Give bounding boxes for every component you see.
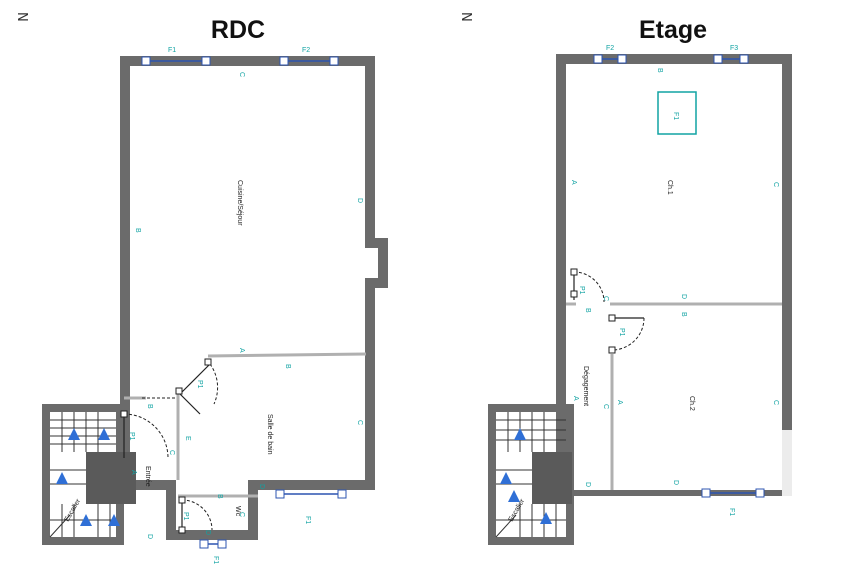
svg-text:F2: F2 [302,47,310,54]
wall-label: E [184,436,191,441]
stair-diagonal [495,514,517,538]
exterior-wall [120,56,388,540]
wall-label: D [146,534,153,539]
svg-text:F1: F1 [304,516,311,524]
door-ch1 [570,268,605,303]
stair-landing [86,452,136,504]
door-ch2 [608,314,645,354]
window-f2-top: F2 [593,45,627,64]
door-wc [178,496,213,534]
plan-title-etage: Etage [639,16,707,44]
wall-label: D [680,294,687,299]
wall-label: D [258,484,265,489]
room-label-stair: Escalier [64,497,83,523]
plan-etage: N Etage Escalier [458,12,792,545]
wall-label: C [168,450,175,455]
stair-arrow-icon [540,512,552,524]
wall-label: D [584,482,591,487]
staircase: Escalier [495,412,572,538]
room-label-wc: Wc [234,506,241,517]
partition-wall [207,352,367,358]
stair-arrow-icon [514,428,526,440]
wall-label: D [356,198,363,203]
wall-label: C [602,404,609,409]
window-label: F1 [672,112,679,120]
room-label-entry: Entrée [144,466,151,487]
wall-label: C [772,182,779,187]
wall-label: C [772,400,779,405]
wall-label: B [134,228,141,233]
stair-arrow-icon [56,472,68,484]
door-label: P1 [578,286,585,295]
wall-label: A [238,348,245,353]
stair-arrow-icon [508,490,520,502]
wall-label: B [284,364,291,369]
door-label: P1 [196,380,203,389]
wall-label: C [602,296,609,301]
window-f2-top: F2 [279,47,339,66]
door-label: P1 [182,512,189,521]
svg-text:F1: F1 [168,47,176,54]
svg-text:F1: F1 [728,508,735,516]
wall-label: A [616,400,623,405]
window-f1-wc: F1 [199,539,227,564]
wall-label: B [146,404,153,409]
wall-label: D [204,530,211,535]
wall-label: B [584,308,591,313]
stair-arrow-icon [500,472,512,484]
door-entry [120,410,169,459]
stair-arrow-icon [98,428,110,440]
wall-label: B [216,494,223,499]
wall-label: C [356,420,363,425]
door-bath [175,358,219,415]
wall-label: B [680,312,687,317]
wall-label: C [238,72,245,77]
stair-arrow-icon [68,428,80,440]
room-label-degagement: Dégagement [582,366,589,406]
stair-landing [532,452,572,504]
plan-rdc: N RDC [14,12,388,564]
wall-label: A [130,470,137,475]
north-arrow-icon: N [14,12,29,22]
skylight [657,91,697,135]
door-label: P1 [618,328,625,337]
stair-diagonal [49,514,71,538]
window-f1-top: F1 [141,47,211,66]
window-f1-bath: F1 [275,489,347,524]
svg-text:F1: F1 [212,556,219,564]
exterior-wall [556,54,792,500]
wall-label: D [672,480,679,485]
wall-label: A [570,180,577,185]
room-label-ch1: Ch.1 [666,180,673,195]
wall-label: C [238,512,245,517]
wall-label: B [656,68,663,73]
wall-label: A [572,396,579,401]
stair-arrow-icon [108,514,120,526]
plan-title-rdc: RDC [211,16,265,44]
room-label-ch2: Ch.2 [688,396,695,411]
window-f1-bottom: F1 [701,488,765,516]
window-f3-top: F3 [713,45,749,64]
door-label: P1 [128,432,135,441]
wall-gap [782,430,792,496]
room-label-living: Cuisine/Séjour [236,180,243,226]
room-label-bath: Salle de bain [266,414,273,455]
svg-text:F3: F3 [730,45,738,52]
svg-text:F2: F2 [606,45,614,52]
north-arrow-icon: N [458,12,473,22]
stair-arrow-icon [80,514,92,526]
